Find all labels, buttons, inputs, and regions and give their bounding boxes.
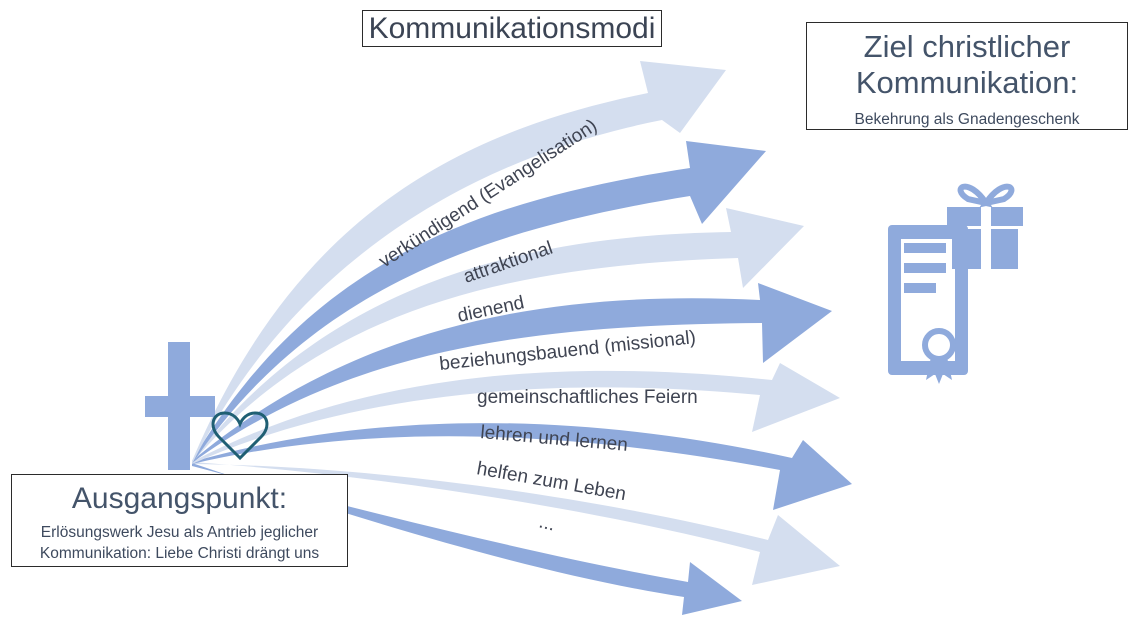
arrow-lehren-und-lernen	[192, 423, 852, 510]
mode-arrows	[192, 61, 852, 615]
start-line2: Kommunikation: Liebe Christi drängt uns	[39, 545, 320, 562]
arrow-dienend	[192, 208, 804, 463]
title-box: Kommunikationsmodi	[362, 10, 662, 47]
cross-icon	[145, 342, 215, 470]
arrow-beziehungsbauend	[192, 283, 832, 463]
arrow-attraktional	[192, 141, 766, 464]
start-heading: Ausgangspunkt:	[71, 482, 288, 515]
heart-icon	[211, 411, 269, 461]
start-line1: Erlösungswerk Jesu als Antrieb jeglicher	[40, 524, 319, 541]
goal-heading-line1: Ziel christlicher	[863, 29, 1071, 64]
arrow-verkuendigend	[192, 61, 726, 464]
diagram-title: Kommunikationsmodi	[368, 12, 656, 45]
start-box: Ausgangspunkt: Erlösungswerk Jesu als An…	[11, 474, 348, 567]
goal-heading-line2: Kommunikation:	[855, 65, 1079, 100]
certificate-gift-icon	[888, 183, 1023, 384]
mode-label: ...	[537, 511, 557, 535]
arrow-gemeinschaftliches-feiern	[192, 363, 840, 464]
arrow-more	[192, 463, 742, 615]
goal-subtitle: Bekehrung als Gnadengeschenk	[854, 111, 1080, 128]
goal-box: Ziel christlicher Kommunikation: Bekehru…	[806, 22, 1128, 130]
arrow-helfen-zum-leben	[192, 462, 840, 585]
mode-label: gemeinschaftliches Feiern	[477, 387, 698, 408]
